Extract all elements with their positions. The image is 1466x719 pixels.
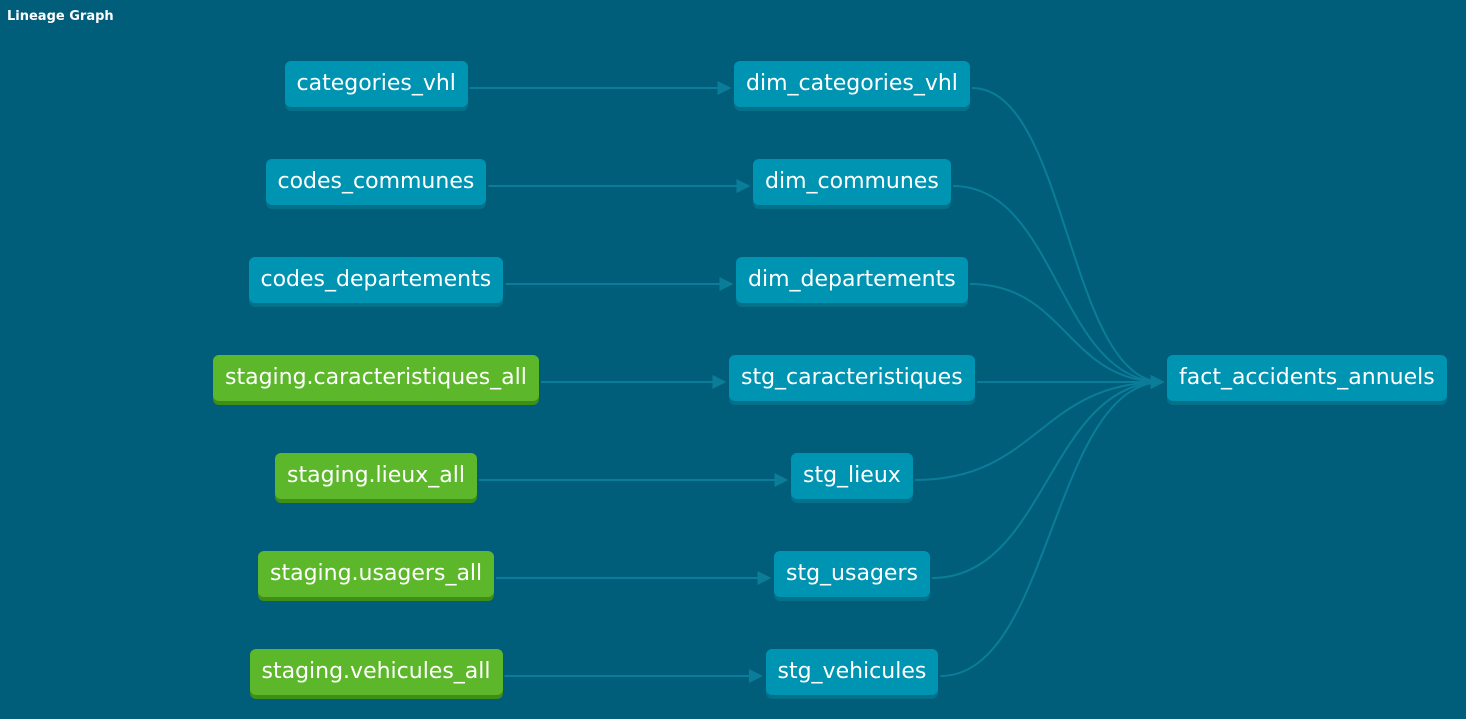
node-stg-caracteristiques[interactable]: stg_caracteristiques xyxy=(729,355,975,401)
edge-stg-lieux-to-fact-accidents-annuels xyxy=(914,375,1165,481)
node-label: stg_usagers xyxy=(786,561,918,586)
node-label: staging.caracteristiques_all xyxy=(225,365,527,390)
node-stg-usagers[interactable]: stg_usagers xyxy=(774,551,930,597)
node-codes-communes[interactable]: codes_communes xyxy=(265,159,487,205)
edge-dim-departements-to-fact-accidents-annuels xyxy=(969,283,1165,389)
node-label: dim_communes xyxy=(765,169,939,194)
node-label: categories_vhl xyxy=(296,71,456,96)
node-label: dim_departements xyxy=(748,267,956,292)
node-fact-accidents-annuels[interactable]: fact_accidents_annuels xyxy=(1167,355,1447,401)
node-label: codes_communes xyxy=(277,169,475,194)
node-label: dim_categories_vhl xyxy=(746,71,958,96)
node-label: stg_vehicules xyxy=(777,659,927,684)
node-label: stg_caracteristiques xyxy=(741,365,963,390)
node-dim-departements[interactable]: dim_departements xyxy=(736,257,968,303)
node-stg-vehicules[interactable]: stg_vehicules xyxy=(765,649,939,695)
node-label: codes_departements xyxy=(260,267,492,292)
node-stg-lieux[interactable]: stg_lieux xyxy=(791,453,913,499)
node-label: staging.lieux_all xyxy=(287,463,465,488)
node-label: staging.vehicules_all xyxy=(261,659,491,684)
node-staging-lieux-all[interactable]: staging.lieux_all xyxy=(275,453,477,499)
node-label: staging.usagers_all xyxy=(270,561,483,586)
node-label: stg_lieux xyxy=(803,463,901,488)
node-categories-vhl[interactable]: categories_vhl xyxy=(284,61,468,107)
node-staging-caracteristiques-all[interactable]: staging.caracteristiques_all xyxy=(213,355,539,401)
edge-dim-categories-vhl-to-fact-accidents-annuels xyxy=(971,87,1165,389)
node-staging-usagers-all[interactable]: staging.usagers_all xyxy=(258,551,495,597)
edge-dim-communes-to-fact-accidents-annuels xyxy=(952,185,1165,389)
page-title: Lineage Graph xyxy=(7,9,114,24)
node-label: fact_accidents_annuels xyxy=(1179,365,1435,390)
edge-stg-vehicules-to-fact-accidents-annuels xyxy=(940,375,1165,677)
node-dim-categories-vhl[interactable]: dim_categories_vhl xyxy=(734,61,970,107)
node-codes-departements[interactable]: codes_departements xyxy=(248,257,504,303)
node-dim-communes[interactable]: dim_communes xyxy=(753,159,951,205)
edge-stg-usagers-to-fact-accidents-annuels xyxy=(931,375,1165,579)
node-staging-vehicules-all[interactable]: staging.vehicules_all xyxy=(249,649,503,695)
